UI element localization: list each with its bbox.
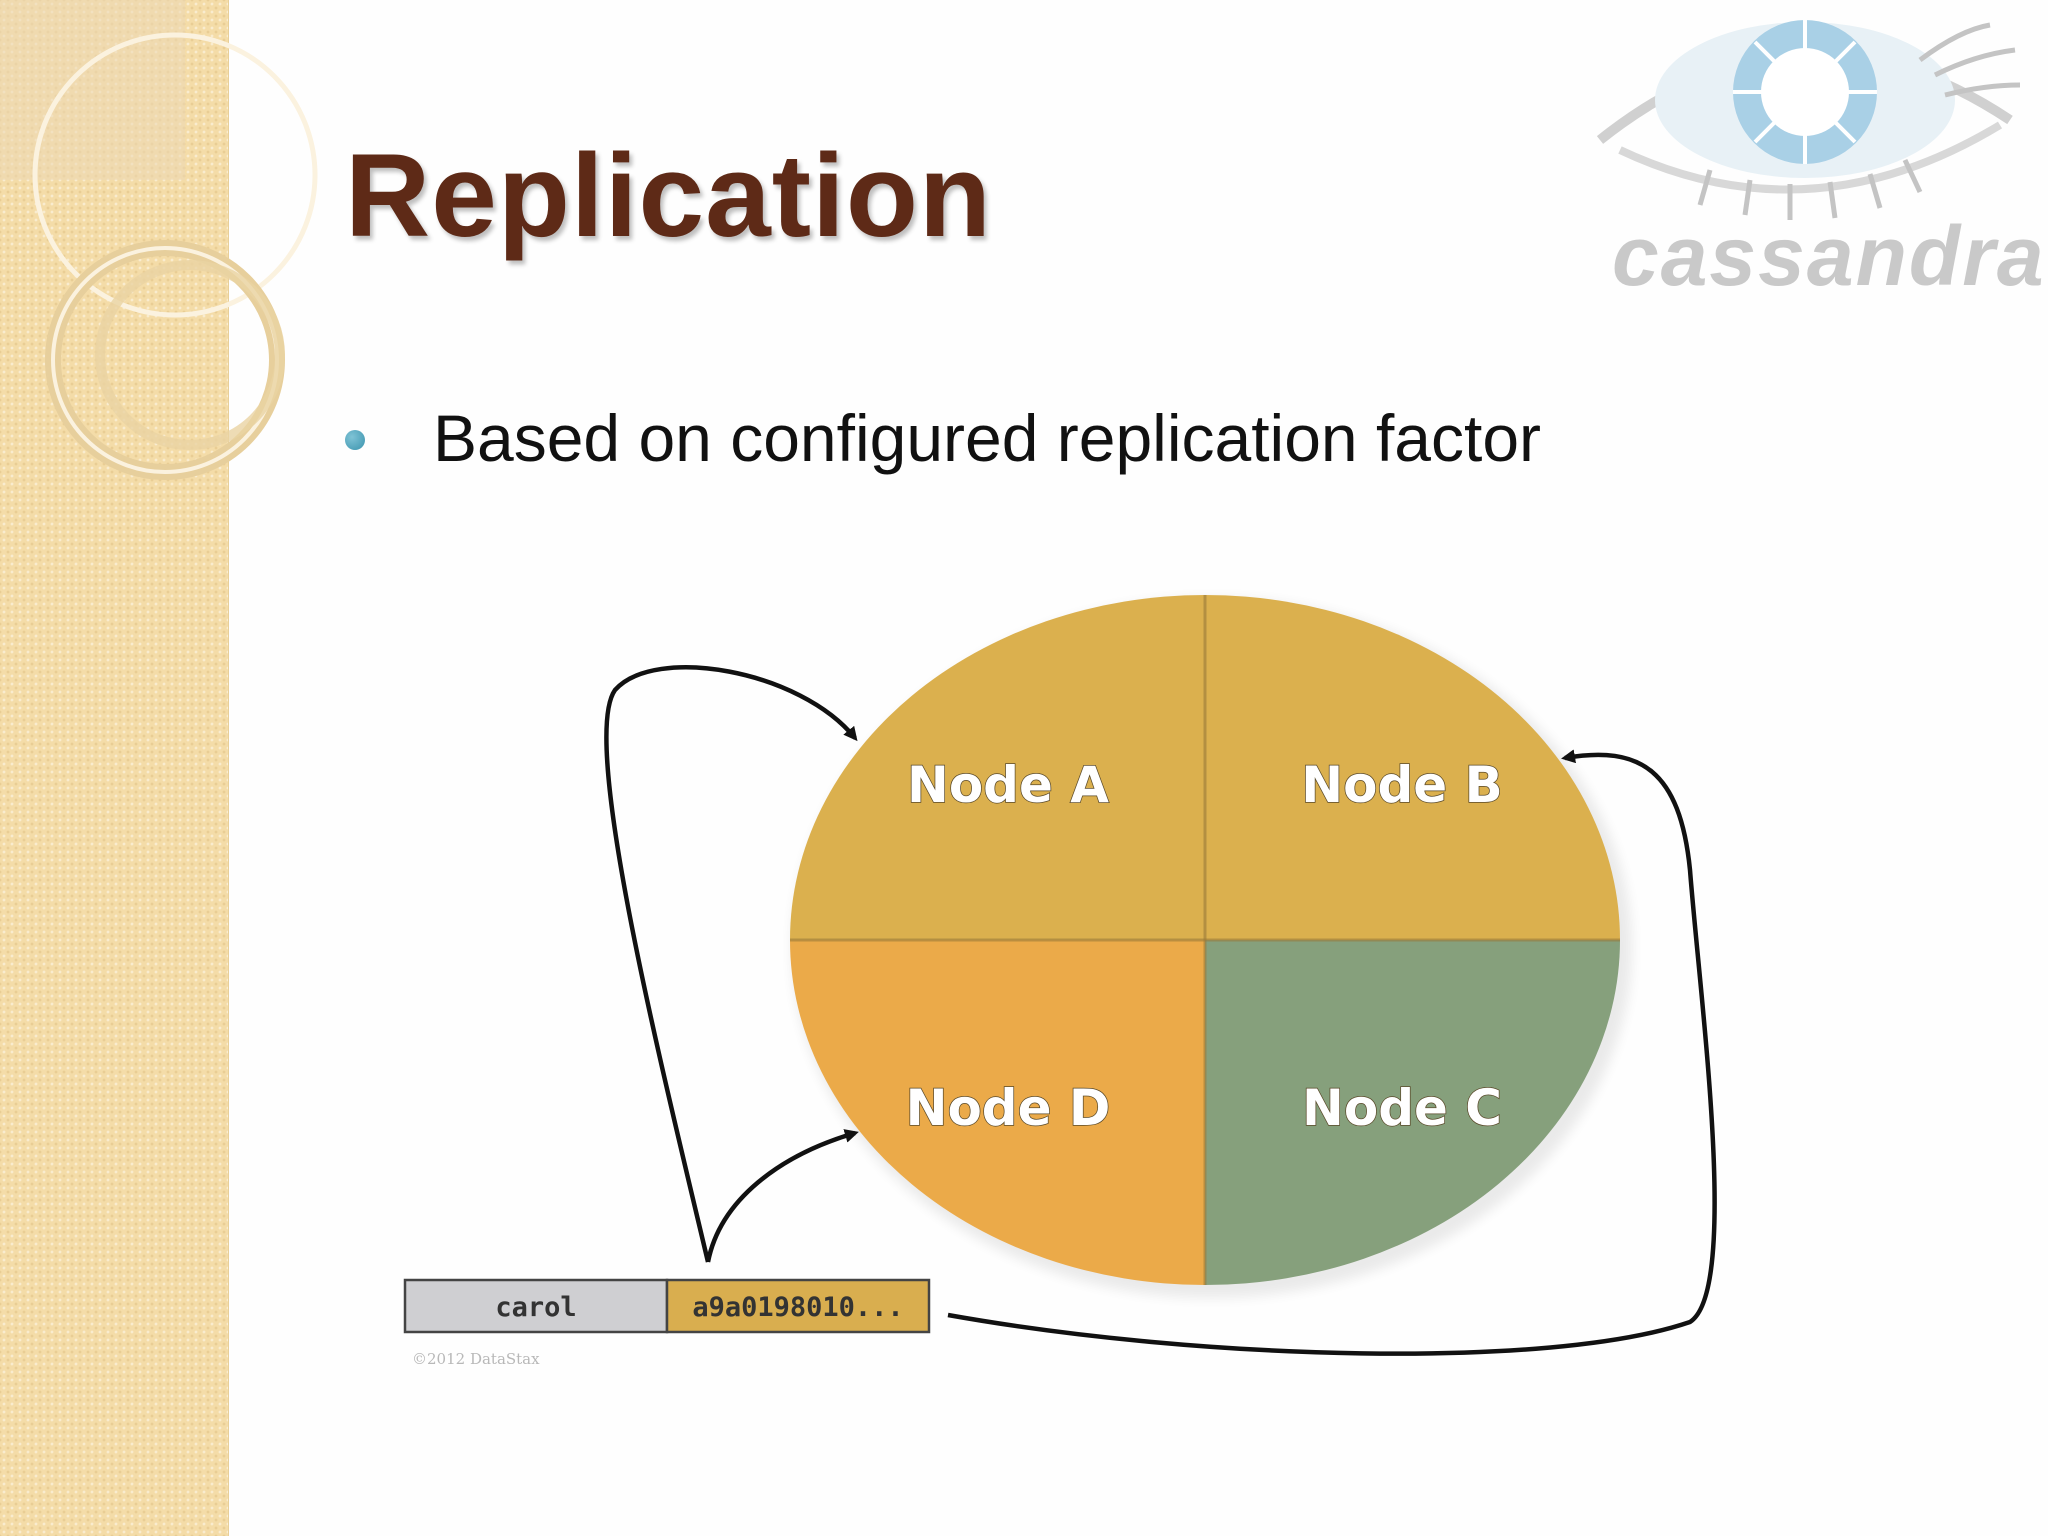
node-c-label: Node C: [1302, 1079, 1502, 1137]
node-a-label: Node A: [907, 756, 1109, 814]
node-b-label: Node B: [1301, 756, 1502, 814]
arrow-to-node-b: [947, 749, 1717, 1356]
arrow-to-node-a: [604, 665, 858, 1263]
decorative-rings: [0, 0, 318, 480]
bullet-text: Based on configured replication factor: [433, 401, 1542, 475]
node-d-label: Node D: [906, 1079, 1111, 1137]
copyright-text: ©2012 DataStax: [412, 1350, 540, 1368]
bullet-item: Based on configured replication factor: [345, 400, 1541, 476]
row-key-box: carol a9a0198010...: [403, 1278, 931, 1334]
cassandra-logo-text: cassandra: [1612, 209, 2046, 303]
slide-title: Replication: [345, 130, 992, 262]
row-key-label: carol: [495, 1292, 576, 1323]
cassandra-eye-logo: [1596, 20, 2021, 220]
arrow-to-node-d: [705, 1129, 859, 1263]
bullet-dot-icon: [345, 430, 365, 450]
row-token-label: a9a0198010...: [692, 1292, 903, 1323]
